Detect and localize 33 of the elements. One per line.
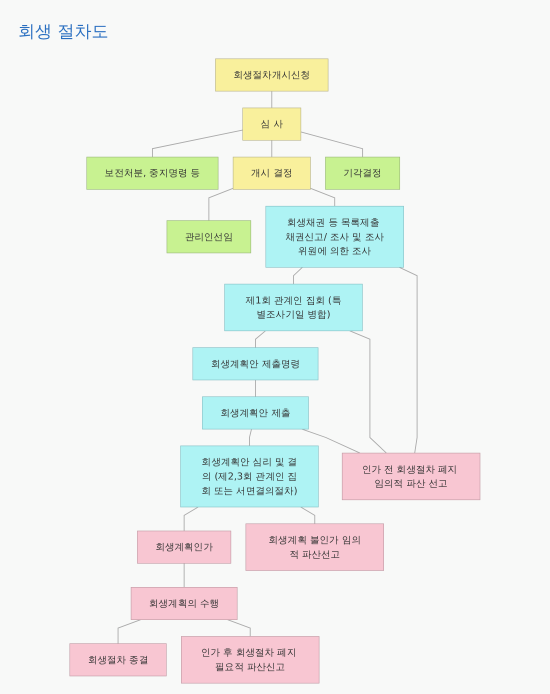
node-box: 개시 결정 bbox=[232, 156, 311, 190]
node-box: 심 사 bbox=[242, 108, 302, 141]
connector bbox=[349, 330, 387, 454]
node-box: 인가 전 회생절차 폐지 임의적 파산 선고 bbox=[342, 452, 480, 500]
connector bbox=[301, 428, 360, 454]
node-box: 회생계획인가 bbox=[137, 530, 232, 564]
connector bbox=[184, 562, 185, 588]
diagram-title: 회생 절차도 bbox=[18, 21, 108, 43]
node-box: 제1회 관계인 집회 (특별조사기일 병합) bbox=[224, 284, 363, 332]
connector bbox=[227, 619, 251, 637]
node-box: 회생절차개시신청 bbox=[215, 58, 328, 92]
node-box: 관리인선임 bbox=[166, 220, 252, 254]
node-box: 회생계획 불인가 임의적 파산선고 bbox=[246, 523, 384, 571]
connector bbox=[249, 428, 252, 446]
node-box: 회생계획안 심리 및 결의 (제2,3회 관계인 집회 또는 서면결의절차) bbox=[180, 446, 319, 508]
connector bbox=[310, 188, 336, 207]
node-box: 인가 후 회생절차 폐지 필요적 파산신고 bbox=[181, 636, 320, 684]
connector bbox=[271, 90, 272, 108]
node-box: 회생절차 종결 bbox=[70, 643, 167, 676]
node-box: 회생채권 등 목록제출 채권신고/ 조사 및 조사위원에 의한 조사 bbox=[266, 206, 404, 268]
connector bbox=[255, 380, 256, 398]
connector bbox=[152, 130, 244, 158]
connector bbox=[271, 140, 272, 158]
connector bbox=[300, 132, 364, 158]
connector bbox=[300, 506, 316, 524]
node-box: 회생계획의 수행 bbox=[130, 587, 238, 620]
node-box: 회생계획안 제출 bbox=[202, 396, 309, 430]
node-box: 회생계획안 제출명령 bbox=[192, 347, 318, 380]
connector bbox=[293, 266, 303, 285]
node-box: 기각결정 bbox=[325, 156, 400, 190]
connector bbox=[255, 330, 266, 348]
node-box: 보전처분, 중지명령 등 bbox=[86, 156, 219, 190]
connector bbox=[399, 266, 418, 454]
